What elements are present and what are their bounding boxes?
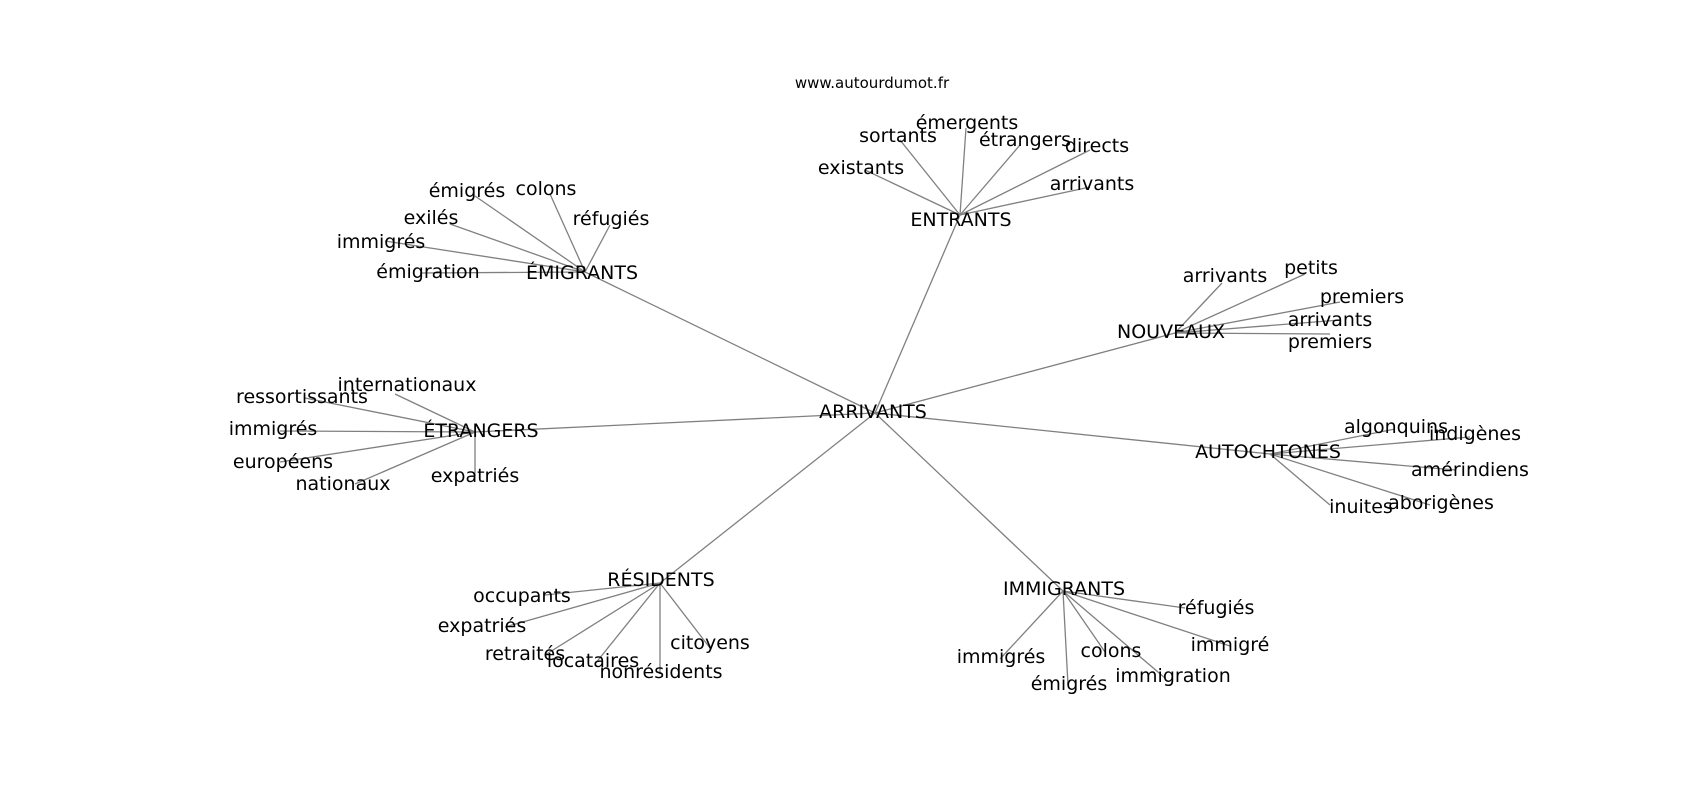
edge-cluster-6-word-4 — [999, 590, 1064, 660]
labels: ARRIVANTS ÉMIGRANTS émigrés colons exilés réf… — [229, 112, 1529, 695]
cluster-5-word-0-label[interactable]: occupants — [473, 585, 571, 607]
cluster-3-word-2-label[interactable]: immigrés — [229, 418, 318, 440]
cluster-3-word-4-label[interactable]: nationaux — [295, 473, 390, 495]
edge-cluster-3-word-2 — [279, 430, 476, 433]
cluster-0-word-0-label[interactable]: émigrés — [429, 180, 506, 202]
edge-cluster-0-word-5 — [419, 271, 586, 274]
cluster-0-label[interactable]: ÉMIGRANTS — [526, 261, 638, 284]
edge-cluster-1-word-5 — [959, 186, 1091, 216]
edge-cluster-3-word-4 — [354, 431, 476, 485]
edge-cluster-3-word-0 — [394, 393, 476, 433]
cluster-4-label[interactable]: AUTOCHTONES — [1195, 441, 1341, 463]
cluster-3-word-3-label[interactable]: européens — [233, 451, 333, 473]
cluster-4-word-4-label[interactable]: inuites — [1329, 496, 1393, 518]
cluster-5-word-3-label[interactable]: locataires — [547, 650, 639, 672]
cluster-1-word-1-label[interactable]: sortants — [859, 125, 937, 147]
cluster-1-label[interactable]: ENTRANTS — [910, 209, 1011, 231]
cluster-0-word-4-label[interactable]: immigrés — [337, 231, 426, 253]
cluster-0-word-1-label[interactable]: colons — [516, 178, 577, 200]
cluster-1-word-4-label[interactable]: existants — [818, 157, 904, 179]
edge-cluster-5-word-3 — [594, 582, 661, 665]
source-url[interactable]: www.autourdumot.fr — [795, 74, 950, 92]
cluster-6-word-0-label[interactable]: réfugiés — [1178, 597, 1255, 619]
edge-cluster-3-word-1 — [304, 397, 476, 433]
cluster-6-word-4-label[interactable]: immigrés — [957, 646, 1046, 668]
edge-cluster-4-word-1 — [1269, 436, 1471, 455]
cluster-6-word-5-label[interactable]: émigrés — [1031, 673, 1108, 695]
cluster-4-word-2-label[interactable]: amérindiens — [1411, 459, 1529, 481]
edge-cluster-5-word-1 — [504, 582, 661, 628]
cluster-5-word-1-label[interactable]: expatriés — [438, 615, 526, 637]
cluster-2-word-3-label[interactable]: arrivants — [1288, 309, 1373, 331]
edge-center-to-cluster-2 — [874, 332, 1176, 414]
edge-cluster-1-word-0 — [959, 127, 967, 216]
cluster-2-word-1-label[interactable]: petits — [1284, 257, 1338, 279]
edge-center-to-cluster-0 — [584, 271, 876, 414]
edge-cluster-1-word-2 — [959, 144, 1021, 216]
edge-center-to-cluster-5 — [659, 412, 876, 584]
edge-cluster-2-word-1 — [1174, 273, 1306, 334]
cluster-2-word-2-label[interactable]: premiers — [1320, 286, 1404, 308]
edge-center-to-cluster-6 — [874, 412, 1064, 592]
cluster-4-word-0-label[interactable]: algonquins — [1344, 416, 1448, 438]
edge-cluster-1-word-3 — [959, 149, 1091, 216]
edge-cluster-0-word-1 — [549, 193, 586, 273]
edge-cluster-2-word-2 — [1174, 301, 1341, 334]
cluster-0-word-2-label[interactable]: exilés — [404, 207, 459, 229]
edge-cluster-1-word-4 — [864, 169, 961, 216]
cluster-3-word-5-label[interactable]: expatriés — [431, 465, 519, 487]
cluster-3-word-0-label[interactable]: internationaux — [338, 374, 477, 396]
edge-center-to-cluster-1 — [874, 214, 961, 414]
cluster-0-word-3-label[interactable]: réfugiés — [573, 208, 650, 230]
edge-cluster-4-word-3 — [1269, 453, 1431, 506]
cluster-1-word-5-label[interactable]: arrivants — [1050, 173, 1135, 195]
cluster-0-word-5-label[interactable]: émigration — [376, 261, 479, 283]
cluster-5-word-4-label[interactable]: nonrésidents — [599, 661, 722, 683]
cluster-2-label[interactable]: NOUVEAUX — [1117, 321, 1225, 343]
cluster-4-word-3-label[interactable]: aborigènes — [1388, 492, 1494, 514]
edge-cluster-0-word-0 — [474, 195, 586, 273]
edge-cluster-6-word-1 — [1062, 590, 1231, 647]
cluster-2-word-0-label[interactable]: arrivants — [1183, 265, 1268, 287]
edge-center-to-cluster-3 — [474, 412, 876, 433]
edge-cluster-1-word-1 — [899, 139, 961, 216]
edges — [279, 127, 1471, 686]
edge-cluster-6-word-2 — [1062, 590, 1106, 653]
cluster-1-word-3-label[interactable]: directs — [1065, 135, 1129, 157]
edge-cluster-0-word-3 — [584, 224, 611, 273]
center-node-label[interactable]: ARRIVANTS — [819, 401, 927, 423]
edge-cluster-4-word-4 — [1269, 453, 1331, 506]
cluster-1-word-0-label[interactable]: émergents — [916, 112, 1019, 134]
edge-cluster-2-word-0 — [1174, 282, 1223, 334]
edge-cluster-5-word-5 — [659, 582, 711, 649]
edge-cluster-6-word-5 — [1062, 590, 1069, 686]
cluster-4-word-1-label[interactable]: indigènes — [1429, 423, 1521, 445]
cluster-6-label[interactable]: IMMIGRANTS — [1003, 578, 1125, 600]
edge-cluster-2-word-3 — [1174, 319, 1341, 334]
edge-cluster-0-word-4 — [384, 240, 586, 273]
edge-cluster-6-word-0 — [1062, 590, 1186, 609]
cluster-5-word-5-label[interactable]: citoyens — [670, 632, 750, 654]
cluster-5-label[interactable]: RÉSIDENTS — [607, 568, 714, 591]
cluster-3-word-1-label[interactable]: ressortissants — [236, 386, 368, 408]
edge-center-to-cluster-4 — [874, 412, 1271, 455]
cluster-1-word-2-label[interactable]: étrangers — [979, 129, 1071, 151]
cluster-2-word-4-label[interactable]: premiers — [1288, 331, 1372, 353]
cluster-6-word-2-label[interactable]: colons — [1081, 640, 1142, 662]
edge-cluster-0-word-2 — [449, 223, 586, 273]
edge-cluster-4-word-2 — [1269, 453, 1456, 471]
cluster-6-word-3-label[interactable]: immigration — [1115, 665, 1230, 687]
cluster-3-label[interactable]: ÉTRANGERS — [423, 419, 538, 442]
cluster-6-word-1-label[interactable]: immigré — [1191, 634, 1270, 656]
edge-cluster-2-word-4 — [1174, 332, 1331, 335]
edge-cluster-5-word-0 — [544, 582, 661, 596]
edge-cluster-3-word-3 — [279, 431, 476, 463]
edge-cluster-6-word-3 — [1062, 590, 1166, 679]
cluster-5-word-2-label[interactable]: retraités — [485, 643, 565, 665]
edge-cluster-5-word-2 — [544, 582, 661, 656]
edge-cluster-4-word-0 — [1269, 428, 1396, 455]
